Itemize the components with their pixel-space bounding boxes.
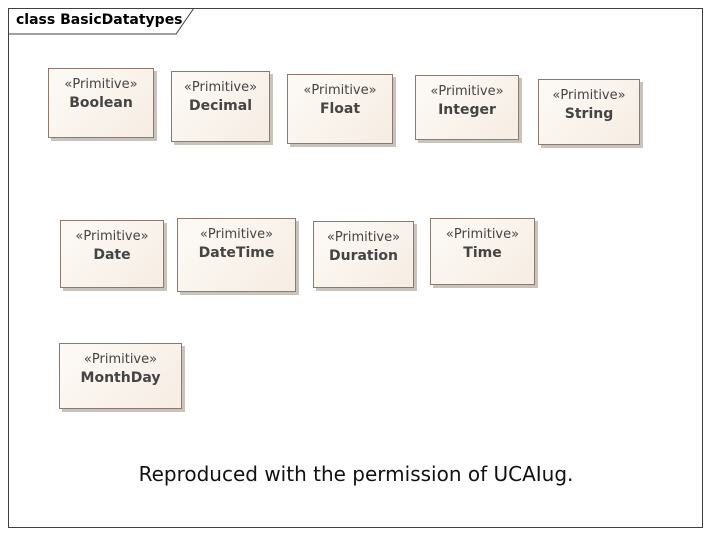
class-stereotype: «Primitive»	[199, 227, 274, 242]
class-stereotype: «Primitive»	[303, 83, 377, 98]
class-name: String	[564, 106, 614, 122]
class-datetime[interactable]: «Primitive» DateTime	[177, 218, 296, 292]
class-stereotype: «Primitive»	[430, 84, 504, 99]
class-date[interactable]: «Primitive» Date	[60, 220, 164, 288]
class-monthday[interactable]: «Primitive» MonthDay	[59, 343, 182, 409]
frame-tab-outline	[8, 8, 195, 35]
class-name: Decimal	[188, 98, 253, 114]
class-boolean[interactable]: «Primitive» Boolean	[48, 68, 154, 138]
class-name: Date	[93, 247, 131, 263]
frame-name: BasicDatatypes	[60, 12, 183, 28]
class-stereotype: «Primitive»	[445, 227, 520, 242]
class-duration[interactable]: «Primitive» Duration	[313, 221, 414, 288]
class-stereotype: «Primitive»	[552, 88, 626, 103]
class-time[interactable]: «Primitive» Time	[430, 218, 535, 285]
class-decimal[interactable]: «Primitive» Decimal	[171, 71, 270, 142]
class-string[interactable]: «Primitive» String	[538, 79, 640, 145]
frame-title: class BasicDatatypes	[16, 12, 183, 28]
class-name: MonthDay	[80, 370, 161, 386]
class-name: DateTime	[198, 245, 275, 261]
frame-keyword: class	[16, 12, 56, 28]
class-stereotype: «Primitive»	[326, 230, 401, 245]
class-float[interactable]: «Primitive» Float	[287, 74, 393, 144]
class-name: Duration	[328, 248, 398, 264]
class-name: Float	[319, 101, 361, 117]
class-name: Time	[463, 245, 502, 261]
class-integer[interactable]: «Primitive» Integer	[415, 75, 519, 140]
class-stereotype: «Primitive»	[83, 352, 158, 367]
class-stereotype: «Primitive»	[183, 80, 258, 95]
class-stereotype: «Primitive»	[75, 229, 149, 244]
permission-note: Reproduced with the permission of UCAIug…	[138, 462, 574, 486]
class-name: Boolean	[69, 95, 133, 111]
class-stereotype: «Primitive»	[64, 77, 138, 92]
class-name: Integer	[438, 102, 496, 118]
